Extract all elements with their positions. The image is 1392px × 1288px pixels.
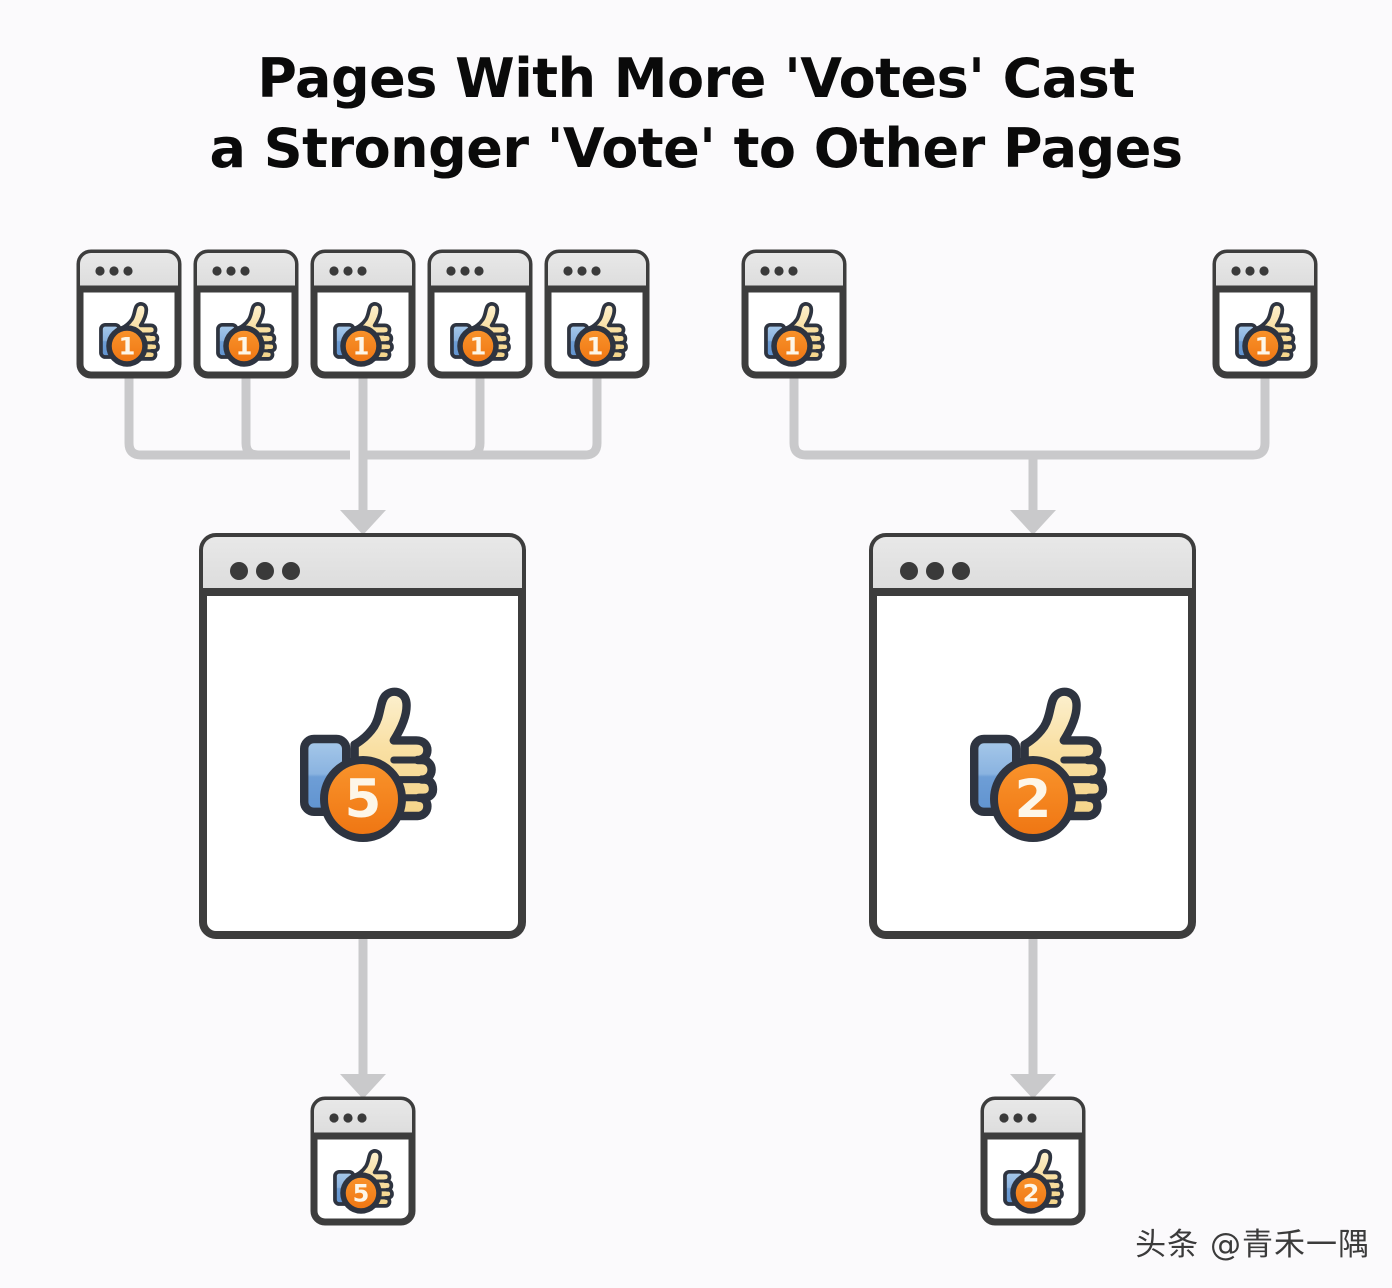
vote-count-label: 2 xyxy=(1015,769,1052,830)
browser-window-src-l3[interactable]: 1 xyxy=(310,249,416,379)
window-dots-icon xyxy=(999,1113,1037,1123)
connector-src-l5 xyxy=(363,375,602,460)
window-dots-icon xyxy=(446,266,484,276)
browser-window-src-r2[interactable]: 1 xyxy=(1212,249,1318,379)
target-windows: 5 2 xyxy=(310,1096,1086,1226)
vote-count-label: 1 xyxy=(1255,333,1272,361)
connector-src-r2 xyxy=(1033,375,1270,460)
browser-window-hub-left[interactable]: 5 xyxy=(199,533,526,939)
arrowhead-layer xyxy=(340,510,1056,1099)
browser-window-tgt-right[interactable]: 2 xyxy=(980,1096,1086,1226)
hub-windows: 5 2 xyxy=(199,533,1196,939)
watermark-label: 头条 @青禾一隅 xyxy=(1135,1227,1370,1263)
source-windows-left: 1 1 xyxy=(76,249,650,379)
window-dots-icon xyxy=(329,266,367,276)
browser-window-src-l1[interactable]: 1 xyxy=(76,249,182,379)
vote-count-badge: 5 xyxy=(320,756,406,842)
vote-count-label: 5 xyxy=(345,769,382,830)
arrow-down-icon-right-hub xyxy=(1010,510,1056,535)
connector-src-r1 xyxy=(789,375,1033,460)
vote-count-badge: 2 xyxy=(990,756,1076,842)
vote-count-badge: 1 xyxy=(106,325,148,367)
browser-window-src-l5[interactable]: 1 xyxy=(544,249,650,379)
vote-count-label: 1 xyxy=(119,333,136,361)
vote-count-label: 1 xyxy=(470,333,487,361)
connector-src-l1 xyxy=(124,375,350,460)
vote-count-badge: 1 xyxy=(457,325,499,367)
window-dots-icon xyxy=(760,266,798,276)
vote-count-label: 2 xyxy=(1023,1180,1040,1208)
source-windows-right: 1 1 xyxy=(741,249,1318,379)
browser-window-src-r1[interactable]: 1 xyxy=(741,249,847,379)
window-dots-icon xyxy=(95,266,133,276)
vote-count-badge: 1 xyxy=(574,325,616,367)
arrow-down-icon-right-target xyxy=(1010,1074,1056,1099)
vote-count-badge: 1 xyxy=(1242,325,1284,367)
browser-window-hub-right[interactable]: 2 xyxy=(869,533,1196,939)
browser-window-src-l2[interactable]: 1 xyxy=(193,249,299,379)
window-dots-icon xyxy=(1231,266,1269,276)
browser-window-tgt-left[interactable]: 5 xyxy=(310,1096,416,1226)
vote-count-label: 5 xyxy=(353,1180,370,1208)
connector-layer xyxy=(124,375,1270,1076)
arrow-down-icon-left-hub xyxy=(340,510,386,535)
vote-count-label: 1 xyxy=(353,333,370,361)
browser-window-src-l4[interactable]: 1 xyxy=(427,249,533,379)
connector-src-l4 xyxy=(363,375,485,460)
window-dots-icon xyxy=(212,266,250,276)
vote-count-badge: 1 xyxy=(223,325,265,367)
vote-count-badge: 2 xyxy=(1010,1172,1052,1214)
arrow-down-icon-left-target xyxy=(340,1074,386,1099)
vote-count-label: 1 xyxy=(236,333,253,361)
vote-count-label: 1 xyxy=(784,333,801,361)
window-dots-icon xyxy=(563,266,601,276)
vote-count-label: 1 xyxy=(587,333,604,361)
window-dots-icon xyxy=(329,1113,367,1123)
vote-count-badge: 1 xyxy=(340,325,382,367)
vote-count-badge: 5 xyxy=(340,1172,382,1214)
window-dots-icon xyxy=(230,562,300,580)
vote-count-badge: 1 xyxy=(771,325,813,367)
window-dots-icon xyxy=(900,562,970,580)
connector-src-l2 xyxy=(241,375,350,460)
